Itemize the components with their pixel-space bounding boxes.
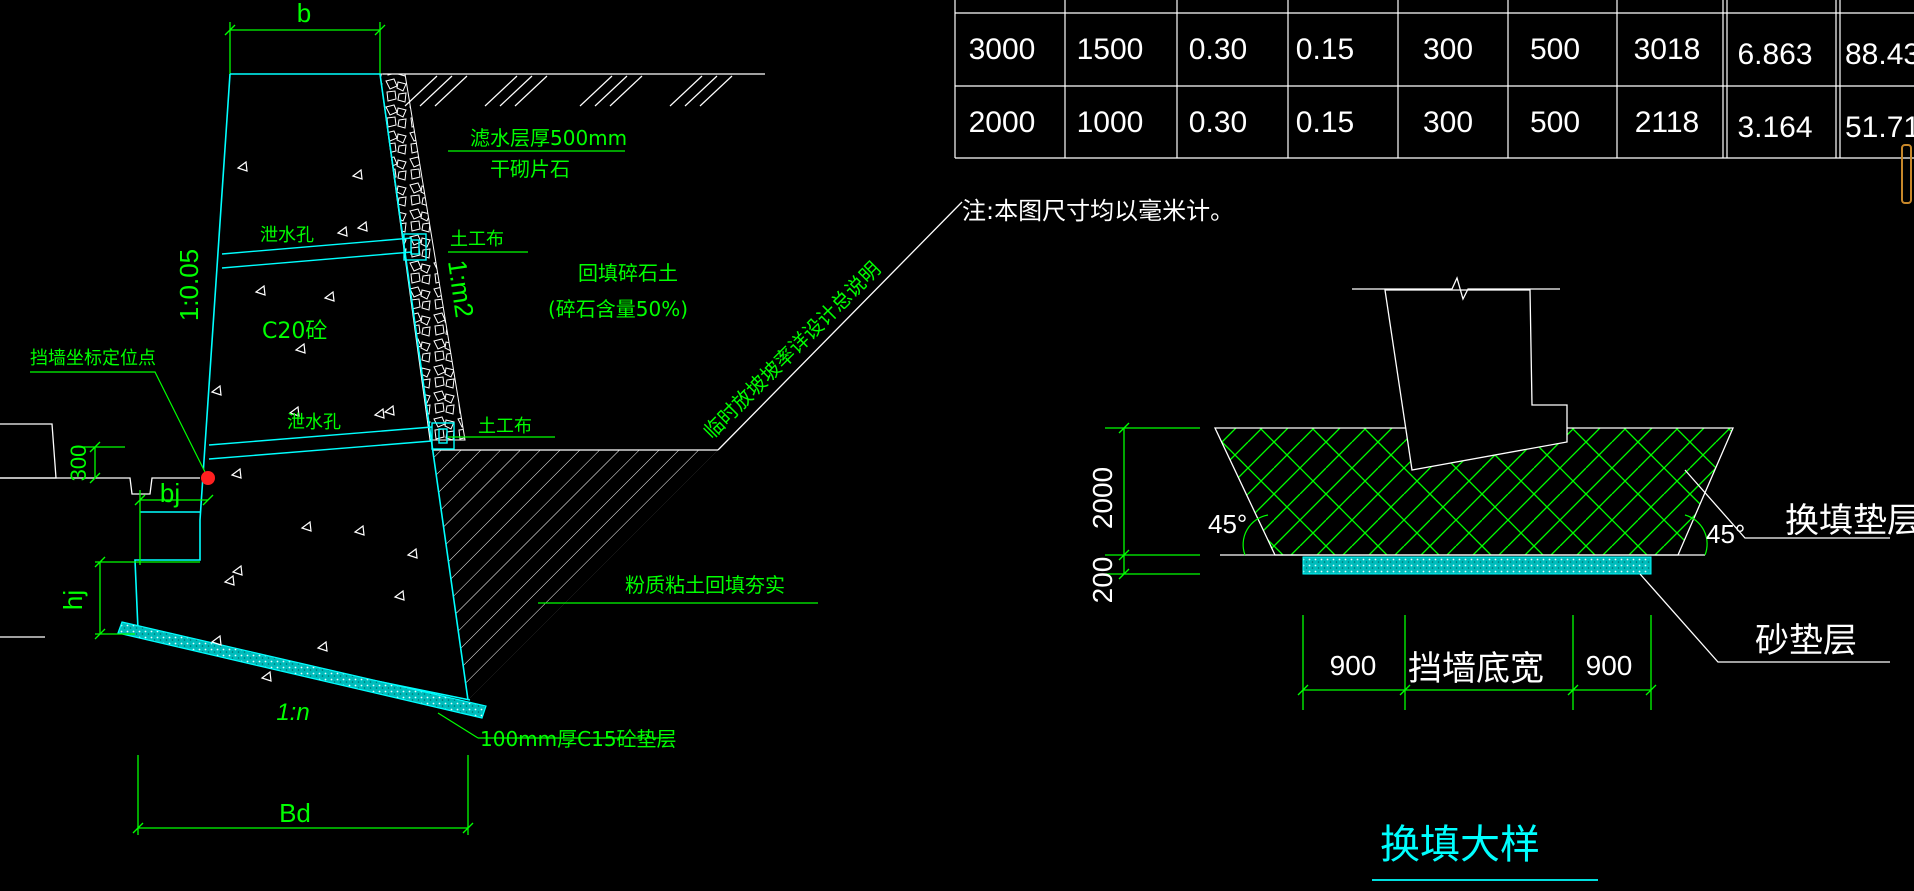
cell-r2-c6: 500 <box>1530 106 1580 139</box>
angle-right: 45° <box>1706 519 1745 549</box>
cell-r1-c5: 300 <box>1423 33 1473 66</box>
label-geotextile-lower: 土工布 <box>478 416 532 437</box>
cell-r1-c6: 500 <box>1530 33 1580 66</box>
cell-r1-c9: 88.43 <box>1845 38 1914 71</box>
label-backfill-note: (碎石含量50%) <box>548 297 688 321</box>
dim-2000: 2000 <box>1087 467 1118 529</box>
cell-r1-c7: 3018 <box>1634 33 1701 66</box>
label-replacement-layer: 换填垫层 <box>1785 501 1914 541</box>
detail-title: 换填大样 <box>1380 822 1540 868</box>
label-control-point: 挡墙坐标定位点 <box>30 348 156 369</box>
cell-r2-c3: 0.30 <box>1189 106 1247 139</box>
label-dry-stone: 干砌片石 <box>490 157 570 181</box>
dim-200: 200 <box>1087 557 1118 604</box>
dim-hj: hj <box>58 590 88 610</box>
dim-300: 300 <box>66 445 91 482</box>
control-point-marker <box>201 471 215 485</box>
dim-bj: bj <box>160 478 180 508</box>
label-filter-layer: 滤水层厚500mm <box>470 126 627 150</box>
label-sand-layer: 砂垫层 <box>1755 621 1857 661</box>
slope-back: 1:m2 <box>442 258 480 319</box>
cell-r1-c4: 0.15 <box>1296 33 1354 66</box>
cell-r2-c5: 300 <box>1423 106 1473 139</box>
cell-r1-c2: 1500 <box>1077 33 1144 66</box>
label-clay-backfill: 粉质粘土回填夯实 <box>625 573 785 597</box>
cell-r2-c1: 2000 <box>969 106 1036 139</box>
cell-r1-c1: 3000 <box>969 33 1036 66</box>
label-temp-slope: 临时放坡坡率详设计总说明 <box>699 257 886 444</box>
dim-b: b <box>297 0 311 28</box>
label-cushion: 100mm厚C15砼垫层 <box>480 727 677 751</box>
replacement-detail: 45° 45° 2000 200 900 挡墙底宽 900 <box>1087 276 1914 881</box>
note-text: 注:本图尺寸均以毫米计。 <box>962 197 1234 225</box>
wall-section: b <box>0 0 963 835</box>
label-drain-hole-lower: 泄水孔 <box>287 412 341 433</box>
label-drain-hole-upper: 泄水孔 <box>260 225 314 246</box>
slope-front: 1:0.05 <box>174 249 204 321</box>
cell-r2-c2: 1000 <box>1077 106 1144 139</box>
scroll-handle[interactable] <box>1901 144 1912 204</box>
data-table: 3000 1500 0.30 0.15 300 500 3018 6.863 8… <box>954 0 1914 204</box>
label-backfill: 回填碎石土 <box>578 261 678 285</box>
angle-left: 45° <box>1208 509 1247 539</box>
cell-r1-c8: 6.863 <box>1737 38 1812 71</box>
cell-r2-c8: 3.164 <box>1737 111 1812 144</box>
dim-bd: Bd <box>279 798 311 828</box>
dim-900-left: 900 <box>1330 650 1377 681</box>
cell-r2-c4: 0.15 <box>1296 106 1354 139</box>
cell-r1-c3: 0.30 <box>1189 33 1247 66</box>
slope-base: 1:n <box>276 699 309 726</box>
cell-r2-c9: 51.71 <box>1845 111 1914 144</box>
dim-900-right: 900 <box>1586 650 1633 681</box>
label-geotextile-upper: 土工布 <box>450 229 504 250</box>
concrete-grade: C20砼 <box>262 319 327 344</box>
dim-wall-base-width: 挡墙底宽 <box>1408 649 1544 689</box>
cell-r2-c7: 2118 <box>1635 106 1700 139</box>
